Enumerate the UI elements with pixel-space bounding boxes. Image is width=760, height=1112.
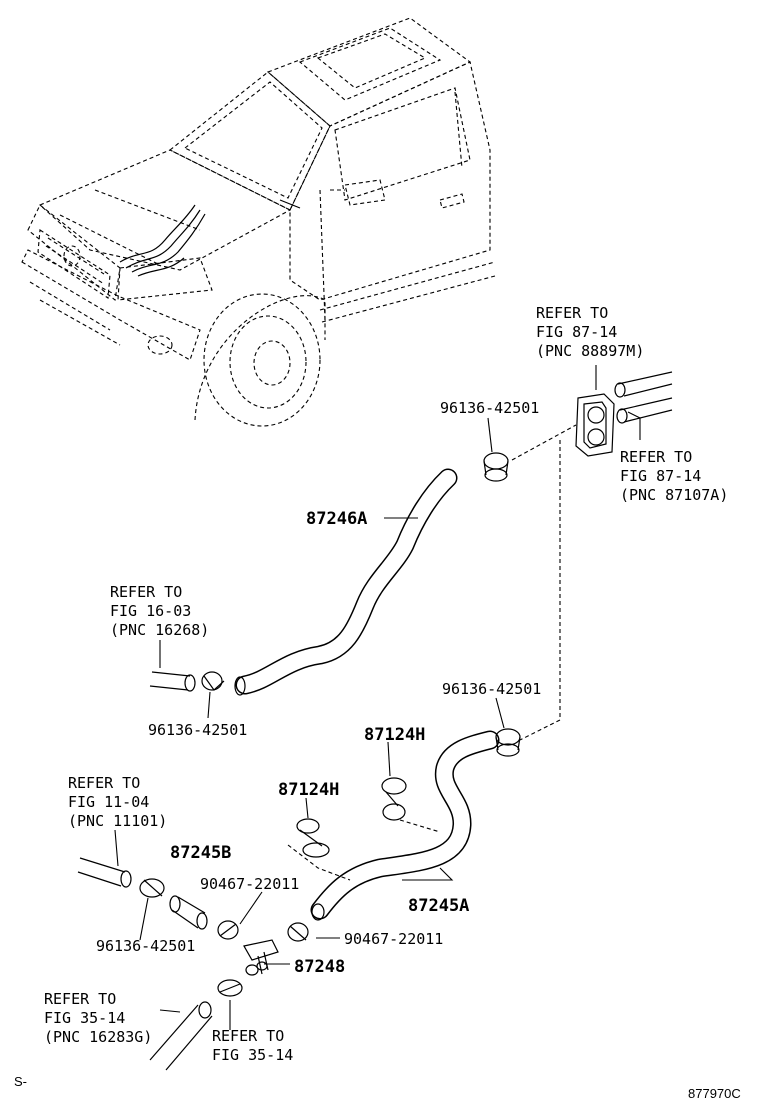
clamp-90467-left	[217, 920, 239, 940]
clamp-96136-top	[483, 452, 509, 482]
refer-35-14-a-line1: REFER TO	[44, 990, 116, 1008]
refer-11-04-line1: REFER TO	[68, 774, 140, 792]
joint-87248	[243, 939, 279, 976]
pipe-11-04	[77, 857, 132, 888]
refer-87-14-a-line3: (PNC 88897M)	[536, 342, 644, 360]
refer-87-14-a-line1: REFER TO	[536, 304, 608, 322]
bulkhead-grommet	[575, 371, 673, 457]
part-90467-right: 90467-22011	[344, 930, 443, 948]
clamp-87124h-right	[381, 777, 441, 833]
hose-87245b	[169, 895, 208, 930]
part-87124h-right: 87124H	[364, 725, 425, 745]
hose-87245a	[310, 730, 500, 921]
refer-35-14-b-line1: REFER TO	[212, 1027, 284, 1045]
refer-16-03-line1: REFER TO	[110, 583, 182, 601]
clamp-96136-lower-left	[139, 878, 165, 898]
hose-35-14	[149, 1001, 213, 1071]
part-87245a: 87245A	[408, 896, 469, 916]
diagram-code: 877970C	[688, 1086, 741, 1101]
clamp-96136-left	[201, 671, 225, 691]
refer-87-14-b-line2: FIG 87-14	[620, 467, 701, 485]
clamp-90467-right	[287, 922, 309, 942]
part-96136-mid-right: 96136-42501	[442, 680, 541, 698]
refer-35-14-a-line3: (PNC 16283G)	[44, 1028, 152, 1046]
refer-16-03-line3: (PNC 16268)	[110, 621, 209, 639]
part-87124h-left: 87124H	[278, 780, 339, 800]
hose-87246a	[149, 468, 458, 696]
refer-35-14-a-line2: FIG 35-14	[44, 1009, 125, 1027]
part-87248: 87248	[294, 957, 345, 977]
part-96136-lower-left: 96136-42501	[96, 937, 195, 955]
leader-lines	[114, 365, 641, 1030]
part-87245b: 87245B	[170, 843, 231, 863]
part-96136-top: 96136-42501	[440, 399, 539, 417]
routing-centerline	[519, 440, 561, 741]
clamp-96136-mid-right	[495, 728, 521, 757]
refer-35-14-b-line2: FIG 35-14	[212, 1046, 293, 1064]
vehicle-illustration	[21, 17, 496, 427]
refer-11-04-line3: (PNC 11101)	[68, 812, 167, 830]
clamp-lower	[217, 979, 243, 997]
part-96136-left: 96136-42501	[148, 721, 247, 739]
part-90467-left: 90467-22011	[200, 875, 299, 893]
corner-mark: S-	[14, 1074, 27, 1089]
refer-11-04-line2: FIG 11-04	[68, 793, 149, 811]
refer-16-03-line2: FIG 16-03	[110, 602, 191, 620]
routing-centerline-upper	[511, 424, 577, 461]
refer-87-14-b-line1: REFER TO	[620, 448, 692, 466]
clamp-87124h-left	[287, 818, 351, 881]
part-87246a: 87246A	[306, 509, 367, 529]
refer-87-14-b-line3: (PNC 87107A)	[620, 486, 728, 504]
refer-87-14-a-line2: FIG 87-14	[536, 323, 617, 341]
